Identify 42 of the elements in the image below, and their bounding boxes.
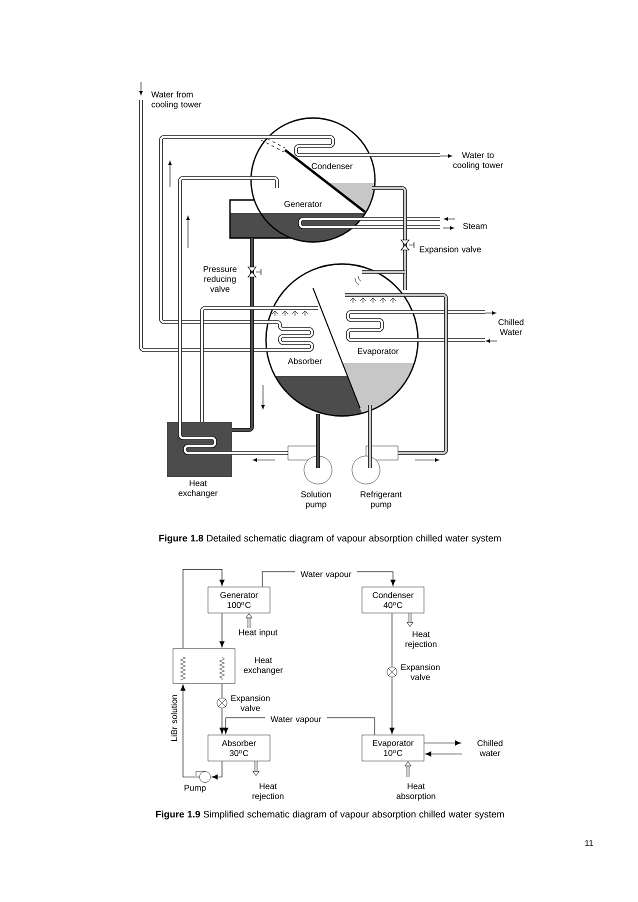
heat-exchanger-box: Heat exchanger <box>172 648 283 684</box>
arrow <box>404 761 412 777</box>
component-label: Chilled Water <box>498 318 524 336</box>
component-label: Pressure reducing valve <box>204 266 237 292</box>
arrow <box>425 752 462 757</box>
component-label: Heat exchanger <box>178 480 218 498</box>
figure-caption: Figure 1.8 Detailed schematic diagram of vapour absorption chilled water system <box>159 534 501 544</box>
component-label: Solution pump <box>301 491 331 509</box>
arrow <box>182 569 225 649</box>
arrow <box>219 708 225 734</box>
component-label: Steam <box>463 223 487 229</box>
arrow <box>180 684 200 778</box>
process-box: Condenser 40$^{o}$C <box>362 586 424 614</box>
component-label: Absorber <box>288 358 322 364</box>
component-label: Refrigerant pump <box>360 491 402 509</box>
arrow <box>389 676 394 734</box>
figure-caption: Figure 1.9 Simplified schematic diagram of vapour absorption chilled water system <box>156 810 504 820</box>
edge-label: Chilled water <box>471 738 509 758</box>
edge-label: LiBr solution <box>170 687 178 749</box>
edge-label: Heat rejection <box>244 782 292 802</box>
arrow <box>406 613 414 627</box>
component-label: Water from cooling tower <box>151 91 202 110</box>
arrow <box>424 740 462 746</box>
process-box: Evaporator 10$^{o}$C <box>362 734 424 762</box>
arrow <box>252 761 260 776</box>
process-box: Absorber 30$^{o}$C <box>208 734 270 762</box>
component-label: Evaporator <box>358 348 399 356</box>
component-label: Generator <box>284 201 322 207</box>
edge-label: Heat absorption <box>390 782 442 802</box>
arrow <box>246 613 252 629</box>
component-label: Expansion valve <box>420 246 481 254</box>
component-label: Condenser <box>312 162 353 170</box>
page-number: 11 <box>585 840 593 846</box>
component-label: Water to cooling tower <box>453 152 504 170</box>
edge-label: Water vapour <box>295 570 357 580</box>
arrow <box>219 612 225 648</box>
edge-label: Water vapour <box>265 715 327 725</box>
arrow <box>212 760 222 780</box>
edge-label: Heat input <box>232 628 284 638</box>
process-box: Generator 100$^{o}$C <box>208 586 270 614</box>
node-label: Heat exchanger <box>244 657 283 675</box>
edge-label: Heat rejection <box>398 630 444 650</box>
